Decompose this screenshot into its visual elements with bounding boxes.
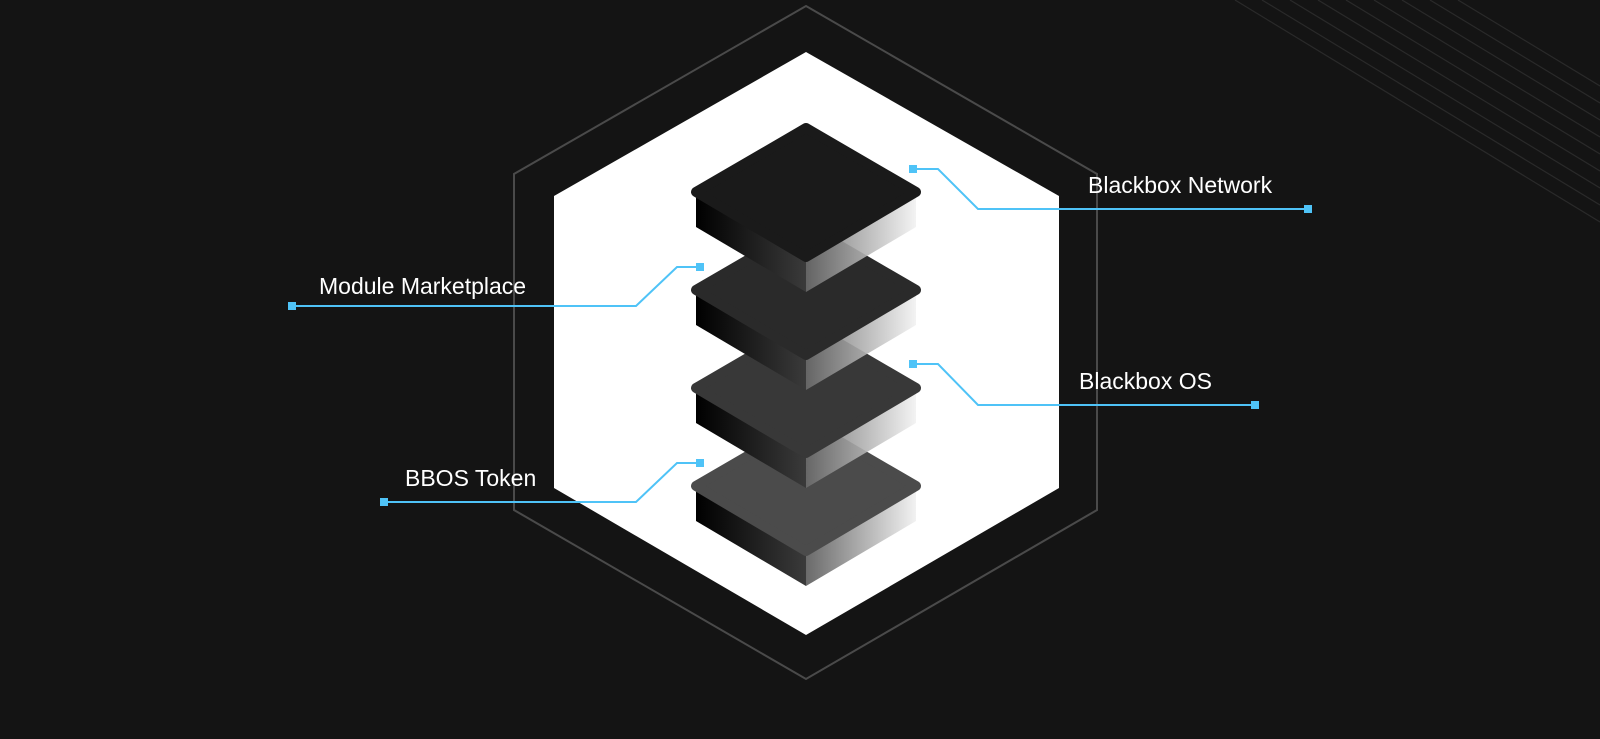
label-blackbox-os: Blackbox OS (1079, 368, 1212, 394)
connector-end-marker (696, 459, 704, 467)
label-blackbox-network: Blackbox Network (1088, 172, 1273, 198)
connector-end-marker (909, 360, 917, 368)
connector-end-marker (288, 302, 296, 310)
connector-end-marker (1304, 205, 1312, 213)
label-module-marketplace: Module Marketplace (319, 273, 526, 299)
decorative-lines (1234, 0, 1600, 223)
connector-blackbox-network (913, 168, 1308, 210)
connector-end-marker (696, 263, 704, 271)
connector-module-marketplace (292, 266, 700, 307)
stack-layer-top (691, 123, 921, 292)
layer-stack (691, 123, 921, 586)
connector-bbos-token (384, 462, 700, 503)
connector-end-marker (1251, 401, 1259, 409)
connector-end-marker (380, 498, 388, 506)
outer-hexagon-outline (513, 4, 1098, 681)
connector-blackbox-os (913, 363, 1255, 406)
connector-end-marker (909, 165, 917, 173)
label-bbos-token: BBOS Token (405, 465, 536, 491)
